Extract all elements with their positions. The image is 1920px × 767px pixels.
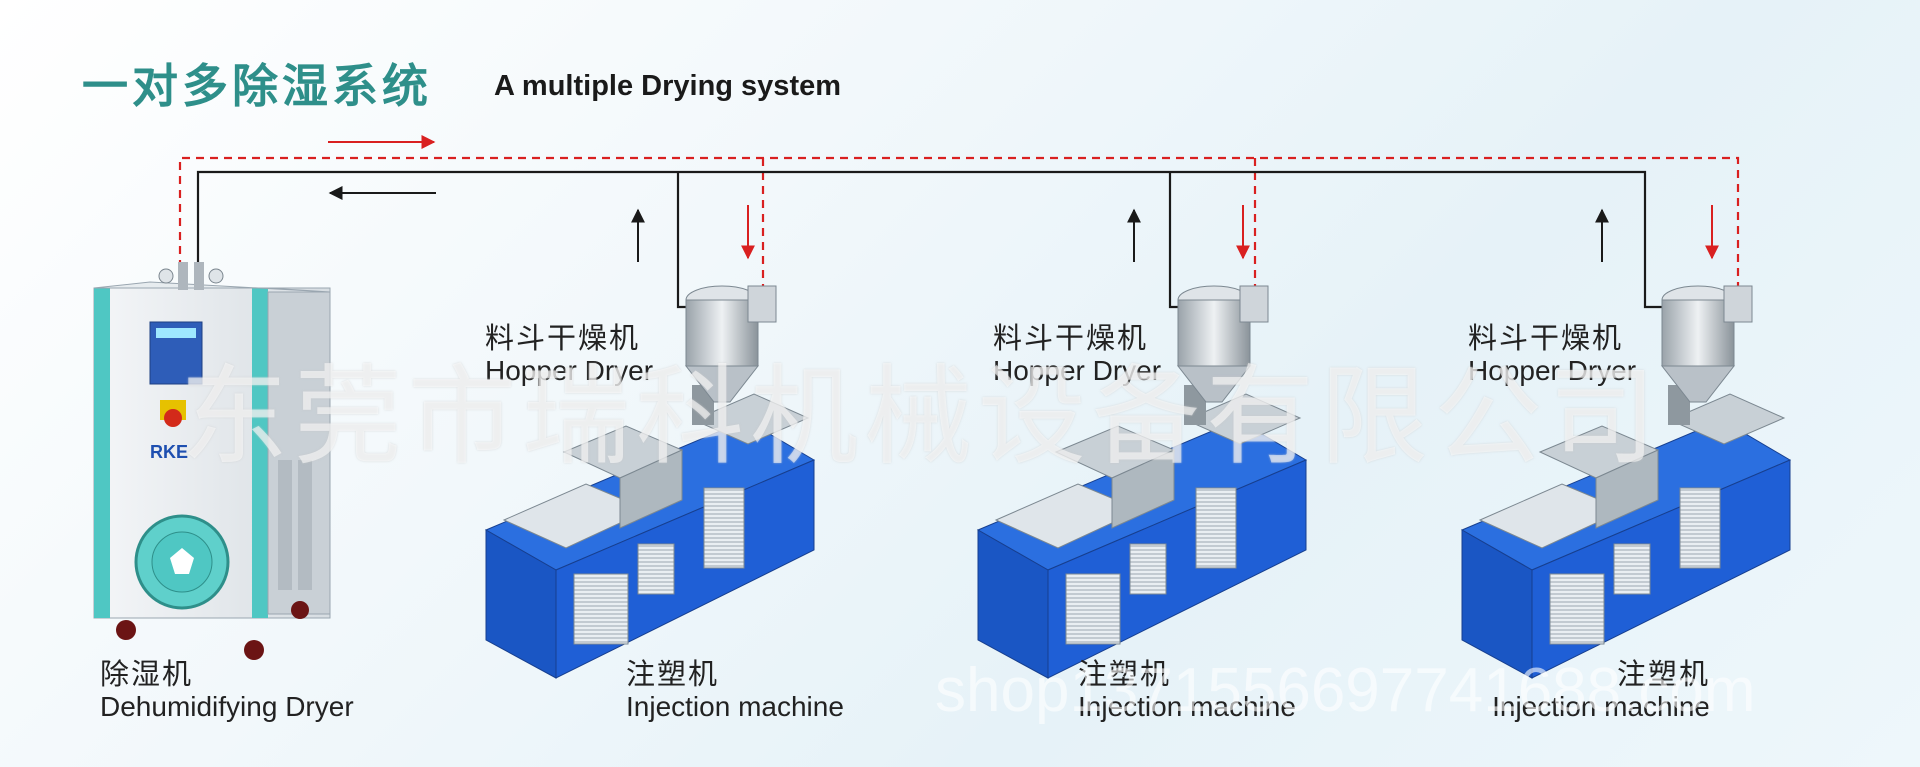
hopper-label-cn: 料斗干燥机 <box>1468 321 1624 355</box>
machine-label-en: Injection machine <box>626 691 844 723</box>
hopper-label-3: 料斗干燥机 Hopper Dryer <box>1468 321 1637 388</box>
shop-watermark: shop1371556697741688.com <box>935 656 1756 725</box>
machine-label-cn: 注塑机 <box>1616 657 1710 691</box>
hopper-label-2: 料斗干燥机 Hopper Dryer <box>993 321 1162 388</box>
machine-label-cn: 注塑机 <box>626 657 720 691</box>
station-1 <box>484 285 816 679</box>
flow-arrows <box>328 135 1719 262</box>
machine-label-en: Injection machine <box>1492 691 1710 723</box>
title-chinese: 一对多除湿系统 <box>82 59 432 113</box>
hopper-label-cn: 料斗干燥机 <box>993 321 1149 355</box>
brand-logo: RKE <box>150 442 188 462</box>
machine-label-3: 注塑机 Injection machine <box>1476 657 1710 724</box>
machine-label-en: Injection machine <box>1078 691 1296 723</box>
hopper-label-en: Hopper Dryer <box>485 355 654 387</box>
company-watermark: 东莞市瑞科机械设备有限公司 <box>180 355 1663 480</box>
dryer-label: 除湿机 Dehumidifying Dryer <box>100 657 354 724</box>
hopper-label-cn: 料斗干燥机 <box>485 321 641 355</box>
title-english: A multiple Drying system <box>494 70 842 102</box>
supply-air-line <box>178 156 1740 297</box>
dryer-label-cn: 除湿机 <box>100 657 194 691</box>
dehumidifying-dryer: RKE <box>93 262 331 660</box>
machine-label-cn: 注塑机 <box>1078 657 1172 691</box>
hopper-label-1: 料斗干燥机 Hopper Dryer <box>485 321 654 388</box>
hopper-label-en: Hopper Dryer <box>1468 355 1637 387</box>
machine-label-2: 注塑机 Injection machine <box>1078 657 1296 724</box>
hopper-label-en: Hopper Dryer <box>993 355 1162 387</box>
machine-label-1: 注塑机 Injection machine <box>626 657 844 724</box>
station-2 <box>976 285 1308 679</box>
dryer-label-en: Dehumidifying Dryer <box>100 691 354 723</box>
station-3 <box>1460 285 1792 679</box>
